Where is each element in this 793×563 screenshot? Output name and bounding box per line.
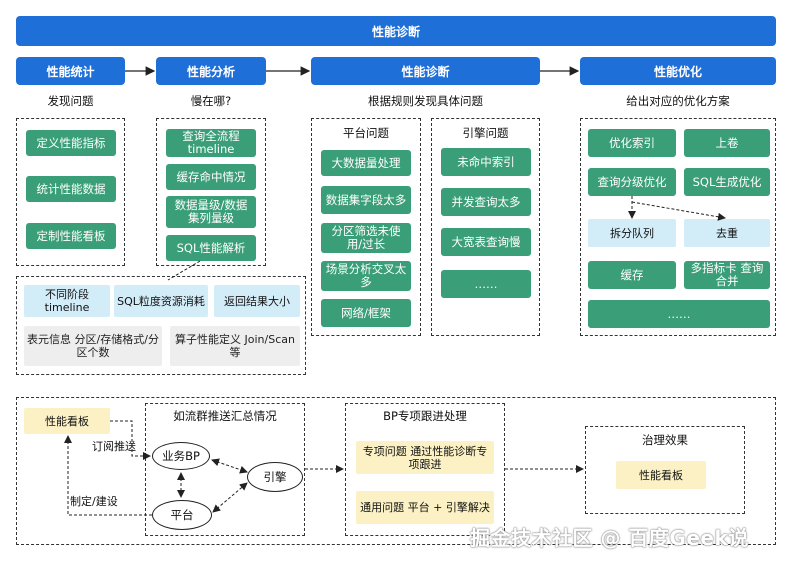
detail-timeline: 不同阶段 timeline [24, 285, 110, 317]
opt-item: SQL生成优化 [684, 168, 770, 196]
engine-node: 引擎 [247, 462, 303, 492]
stats-group [16, 118, 125, 266]
engine-group [431, 118, 540, 336]
watermark: 掘金技术社区 @ 百度Geek说 [470, 526, 749, 550]
governance-title: 治理效果 [642, 433, 688, 447]
analysis-item: 查询全流程 timeline [166, 129, 256, 157]
stage-statistics-subtitle: 发现问题 [47, 94, 94, 108]
platform-item: 场景分析交叉太多 [321, 261, 411, 291]
general-issue: 通用问题 平台 + 引擎解决 [356, 491, 494, 524]
analysis-item: 缓存命中情况 [166, 164, 256, 190]
platform-item: 数据集字段太多 [321, 186, 411, 214]
opt-item: 查询分级优化 [588, 168, 676, 196]
engine-item: 大宽表查询慢 [441, 228, 531, 256]
opt-item: 上卷 [684, 129, 770, 157]
analysis-item: SQL性能解析 [166, 235, 256, 261]
detail-sql-resource: SQL粒度资源消耗 [114, 285, 208, 317]
analysis-detail-group [16, 276, 306, 375]
platform-title: 平台问题 [343, 126, 389, 140]
platform-group [311, 118, 421, 336]
opt-item: 缓存 [588, 261, 676, 289]
opt-item: 优化索引 [588, 129, 676, 157]
build-label: 制定/建设 [70, 495, 118, 508]
platform-node: 平台 [152, 500, 212, 530]
stage-diagnosis-subtitle: 根据规则发现具体问题 [368, 94, 483, 108]
stage-optimization-subtitle: 给出对应的优化方案 [626, 94, 730, 108]
platform-item: 分区筛选未使用/过长 [321, 223, 411, 253]
engine-item: …… [441, 270, 531, 298]
subscribe-label: 订阅推送 [92, 440, 136, 453]
bp-group [345, 403, 505, 536]
detail-operator: 算子性能定义 Join/Scan等 [170, 326, 300, 366]
header-title: 性能诊断 [16, 16, 776, 46]
engine-title: 引擎问题 [462, 126, 509, 140]
opt-item: 去重 [684, 219, 770, 247]
stage-analysis: 性能分析 [156, 57, 266, 85]
governance-group [585, 426, 745, 514]
stats-item: 定制性能看板 [26, 223, 116, 249]
bp-title: BP专项跟进处理 [383, 409, 467, 423]
stage-statistics: 性能统计 [16, 57, 125, 85]
stage-optimization: 性能优化 [580, 57, 776, 85]
detail-result-size: 返回结果大小 [214, 285, 300, 317]
flow-title: 如流群推送汇总情况 [173, 409, 277, 423]
stats-item: 统计性能数据 [26, 176, 116, 202]
business-bp-node: 业务BP [152, 442, 210, 470]
platform-item: 网络/框架 [321, 299, 411, 327]
bottom-dashboard: 性能看板 [24, 408, 110, 434]
stats-item: 定义性能指标 [26, 130, 116, 156]
opt-item: 拆分队列 [588, 219, 676, 247]
stage-analysis-subtitle: 慢在哪? [190, 94, 232, 108]
governance-dashboard: 性能看板 [616, 461, 706, 489]
platform-item: 大数据量处理 [321, 150, 411, 176]
bottom-group [16, 397, 776, 545]
engine-item: 未命中索引 [441, 148, 531, 176]
engine-item: 并发查询太多 [441, 188, 531, 216]
opt-item: …… [588, 300, 770, 328]
opt-item: 多指标卡 查询合并 [684, 261, 770, 289]
analysis-group [156, 118, 266, 266]
stage-diagnosis: 性能诊断 [311, 57, 540, 85]
detail-table-meta: 表元信息 分区/存储格式/分区个数 [24, 326, 162, 366]
analysis-item: 数据量级/数据集列量级 [166, 196, 256, 228]
special-issue: 专项问题 通过性能诊断专项跟进 [356, 441, 494, 474]
optimization-group [580, 118, 776, 336]
